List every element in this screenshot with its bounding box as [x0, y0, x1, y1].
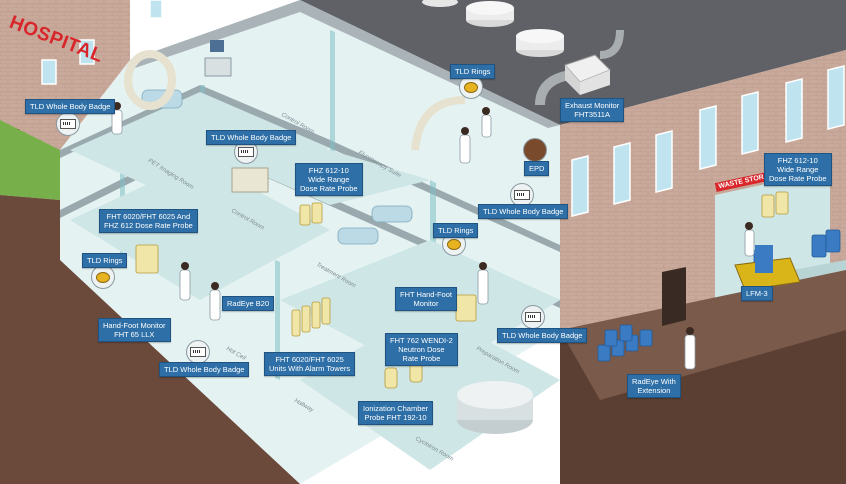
label-tld-whole-body-badge-prep: TLD Whole Body Badge [497, 328, 588, 343]
label-radeye-extension: RadEye With Extension [627, 374, 681, 398]
label-hand-foot-monitor-llx: Hand-Foot Monitor FHT 65 LLX [98, 318, 171, 342]
label-tld-whole-body-badge-control: TLD Whole Body Badge [206, 130, 297, 145]
badge-icon [510, 183, 534, 207]
label-tld-whole-body-badge-hotcell: TLD Whole Body Badge [159, 362, 250, 377]
label-epd: EPD [524, 161, 550, 176]
label-fht-6020-alarm-towers: FHT 6020/FHT 6025 Units With Alarm Tower… [264, 352, 356, 376]
badge-icon [521, 305, 545, 329]
label-fhz-612-wide-range-interior: FHZ 612-10 Wide Range Dose Rate Probe [295, 163, 363, 196]
label-exhaust-monitor: Exhaust Monitor FHT3511A [560, 98, 625, 122]
label-fhz-612-wide-range-waste: FHZ 612-10 Wide Range Dose Rate Probe [764, 153, 832, 186]
label-fht-hand-foot-monitor: FHT Hand-Foot Monitor [395, 287, 457, 311]
label-ionization-chamber: Ionization Chamber Probe FHT 192-10 [358, 401, 434, 425]
ring-icon [91, 265, 115, 289]
label-radeye-b20: RadEye B20 [222, 296, 275, 311]
badge-icon [186, 340, 210, 364]
epd-icon [523, 138, 547, 162]
label-tld-whole-body-badge-fluoroscopy: TLD Whole Body Badge [478, 204, 569, 219]
label-tld-whole-body-badge-pet: TLD Whole Body Badge [25, 99, 116, 114]
label-fht-6020-fhz-612: FHT 6020/FHT 6025 And FHZ 612 Dose Rate … [99, 209, 198, 233]
badge-icon [56, 112, 80, 136]
label-tld-rings-fluoroscopy: TLD Rings [450, 64, 496, 79]
label-lfm-3: LFM-3 [741, 286, 773, 301]
label-tld-rings-prep: TLD Rings [433, 223, 479, 238]
label-tld-rings-hotcell: TLD Rings [82, 253, 128, 268]
label-fht-762-wendi: FHT 762 WENDI-2 Neutron Dose Rate Probe [385, 333, 458, 366]
